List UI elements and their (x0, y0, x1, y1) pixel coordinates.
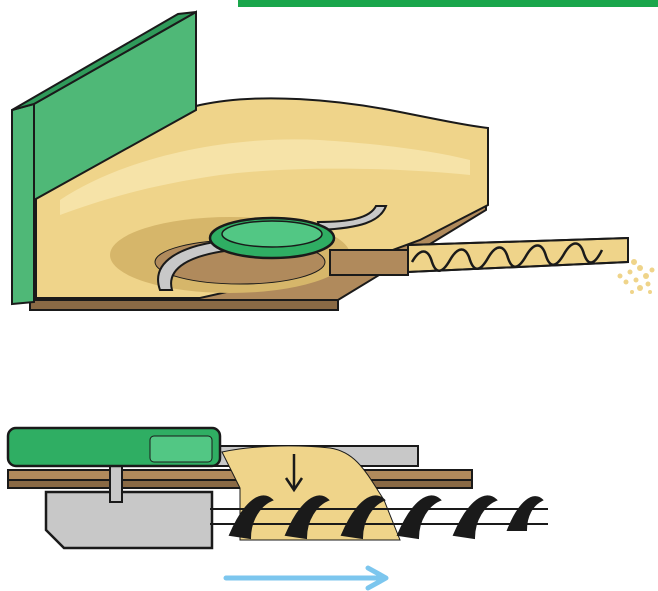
bin-perspective-view (12, 12, 655, 310)
drive-shaft (110, 462, 122, 502)
sweep-disc-highlight (150, 436, 212, 462)
bin-floor-edge (30, 300, 338, 310)
grain-pile-icon (618, 259, 655, 294)
auger-trough (330, 250, 408, 275)
gearbox-housing (46, 492, 212, 548)
bin-wall-front (12, 104, 34, 304)
sweep-cross-section (8, 428, 548, 588)
sweep-disc-top (222, 221, 322, 247)
arrow-right-icon (226, 568, 386, 588)
